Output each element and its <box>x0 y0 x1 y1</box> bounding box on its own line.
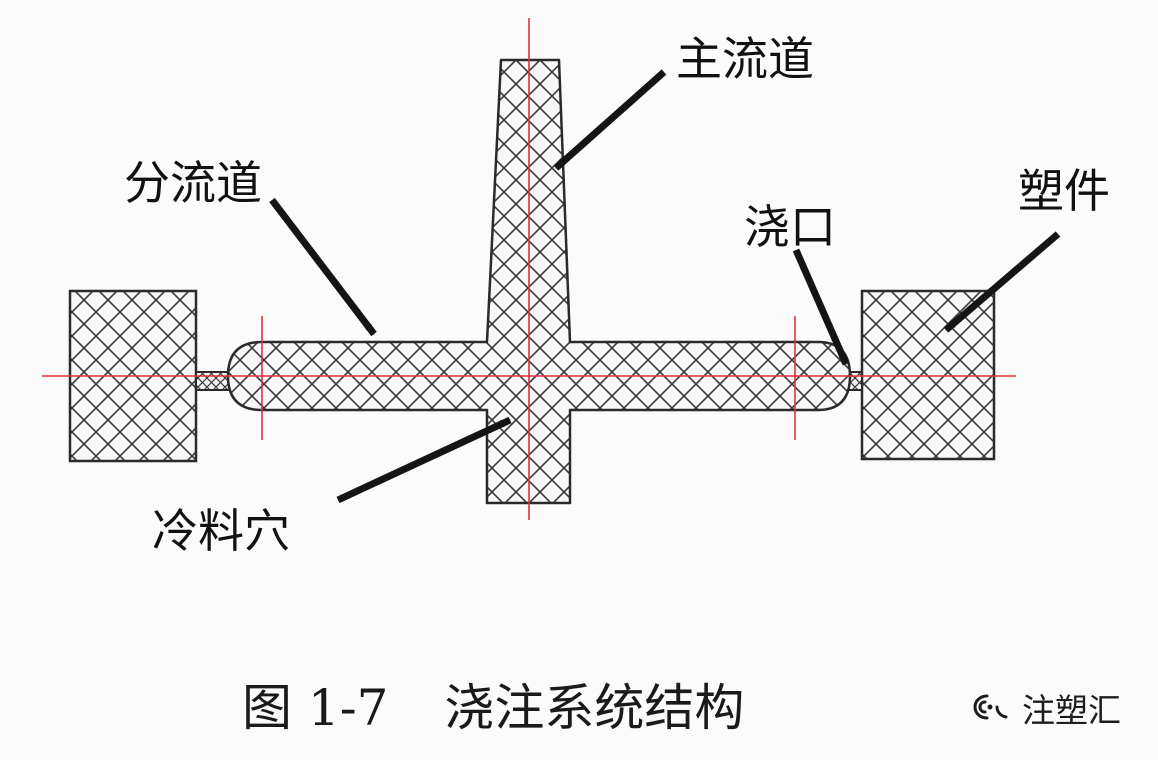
left-gate <box>195 371 233 391</box>
sprue-arrow <box>553 69 667 171</box>
runner-arrow <box>269 197 377 337</box>
cold-slug-well-arrow <box>336 416 512 504</box>
leader-arrows <box>269 69 1061 504</box>
part-arrow <box>943 231 1061 333</box>
centerlines <box>42 18 1016 520</box>
gate-arrow <box>792 248 850 366</box>
figure-number: 图 1-7 <box>242 679 389 737</box>
figure-caption: 图 1-7 浇注系统结构 <box>228 668 744 740</box>
sprue-runner-body <box>226 58 852 505</box>
cold-slug-well-label: 冷料穴 <box>152 504 290 558</box>
watermark: 注塑汇 <box>972 684 1121 732</box>
watermark-text: 注塑汇 <box>1022 691 1121 730</box>
right-plastic-part <box>860 289 996 461</box>
runner-label: 分流道 <box>124 156 262 210</box>
plastic-part-label: 塑件 <box>1018 164 1110 218</box>
figure-title: 浇注系统结构 <box>444 679 745 737</box>
sprue-label: 主流道 <box>676 32 814 86</box>
wechat-official-account-icon <box>973 694 1008 720</box>
gate-label: 浇口 <box>744 200 836 254</box>
